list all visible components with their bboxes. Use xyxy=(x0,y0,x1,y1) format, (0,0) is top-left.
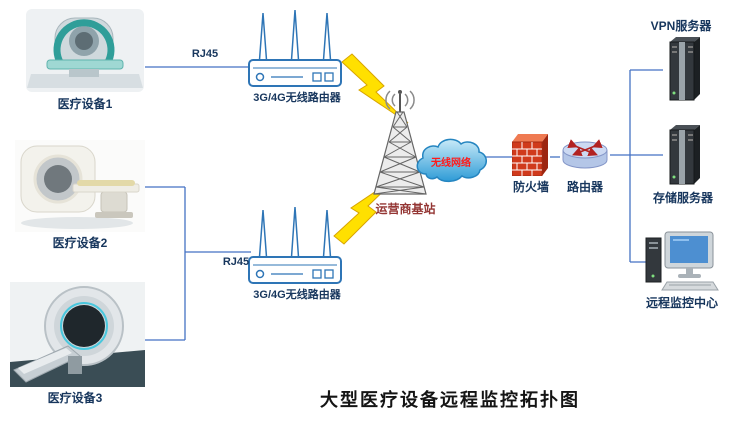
device2-image xyxy=(15,140,145,232)
device1-image xyxy=(26,9,144,92)
rj45-bottom-label: RJ45 xyxy=(222,256,250,268)
firewall-icon xyxy=(512,134,548,176)
storage-server-label: 存储服务器 xyxy=(652,191,713,205)
router2-label: 3G/4G无线路由器 xyxy=(253,289,341,301)
core-router-label: 路由器 xyxy=(566,180,603,194)
router1-icon xyxy=(248,9,342,87)
router2-icon xyxy=(248,206,342,284)
device1-label: 医疗设备1 xyxy=(57,97,113,111)
router1-label: 3G/4G无线路由器 xyxy=(253,92,341,104)
base-station-label: 运营商基站 xyxy=(375,202,436,216)
vpn-server-icon xyxy=(669,37,700,101)
monitor-center-icon xyxy=(645,231,719,291)
diagram-title: 大型医疗设备远程监控拓扑图 xyxy=(320,390,580,410)
storage-server-icon xyxy=(669,125,700,185)
link-device23-router2 xyxy=(145,186,251,341)
device3-label: 医疗设备3 xyxy=(47,391,103,405)
device2-label: 医疗设备2 xyxy=(52,236,108,250)
vpn-server-label: VPN服务器 xyxy=(650,19,712,33)
link-router-servers xyxy=(610,69,663,263)
base-station-icon xyxy=(373,90,427,195)
cloud-label: 无线网络 xyxy=(430,156,471,169)
wireless-cloud-icon: 无线网络 xyxy=(416,138,487,183)
firewall-label: 防火墙 xyxy=(512,180,549,194)
monitor-center-label: 远程监控中心 xyxy=(645,296,718,310)
rj45-top-label: RJ45 xyxy=(191,48,219,60)
device3-image xyxy=(10,282,145,387)
core-router-icon xyxy=(562,139,608,169)
